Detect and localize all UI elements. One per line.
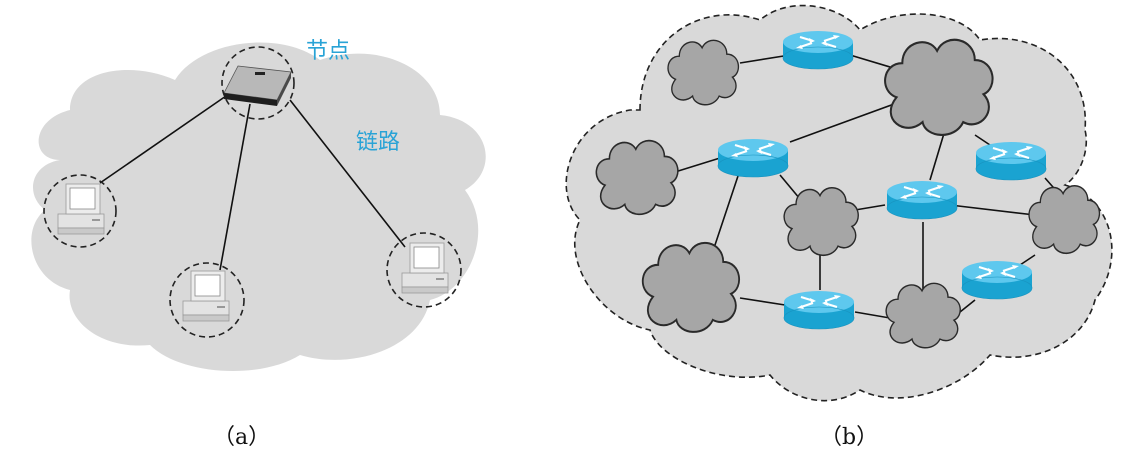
diagram-b: （b） <box>565 4 1113 450</box>
node-boundary <box>43 174 117 248</box>
link-label: 链路 <box>356 130 400 155</box>
router-icon <box>885 179 959 221</box>
router-icon <box>781 29 855 71</box>
caption-b: （b） <box>820 425 878 450</box>
router-icon <box>716 137 790 179</box>
diagram-a: 节点 链路 （a） <box>31 39 486 450</box>
link-line <box>99 95 227 184</box>
node-boundary <box>169 262 245 338</box>
node-boundary <box>386 232 462 308</box>
node-label: 节点 <box>306 39 350 64</box>
router-icon <box>974 140 1048 182</box>
switch-icon <box>223 65 292 106</box>
cloud-icon <box>31 42 486 372</box>
link-line <box>289 99 406 248</box>
node-boundary <box>221 46 295 120</box>
router-icon <box>782 289 856 331</box>
caption-a: （a） <box>213 425 270 450</box>
link-line <box>219 103 251 271</box>
network-links <box>674 54 1061 319</box>
router-icon <box>960 259 1034 301</box>
